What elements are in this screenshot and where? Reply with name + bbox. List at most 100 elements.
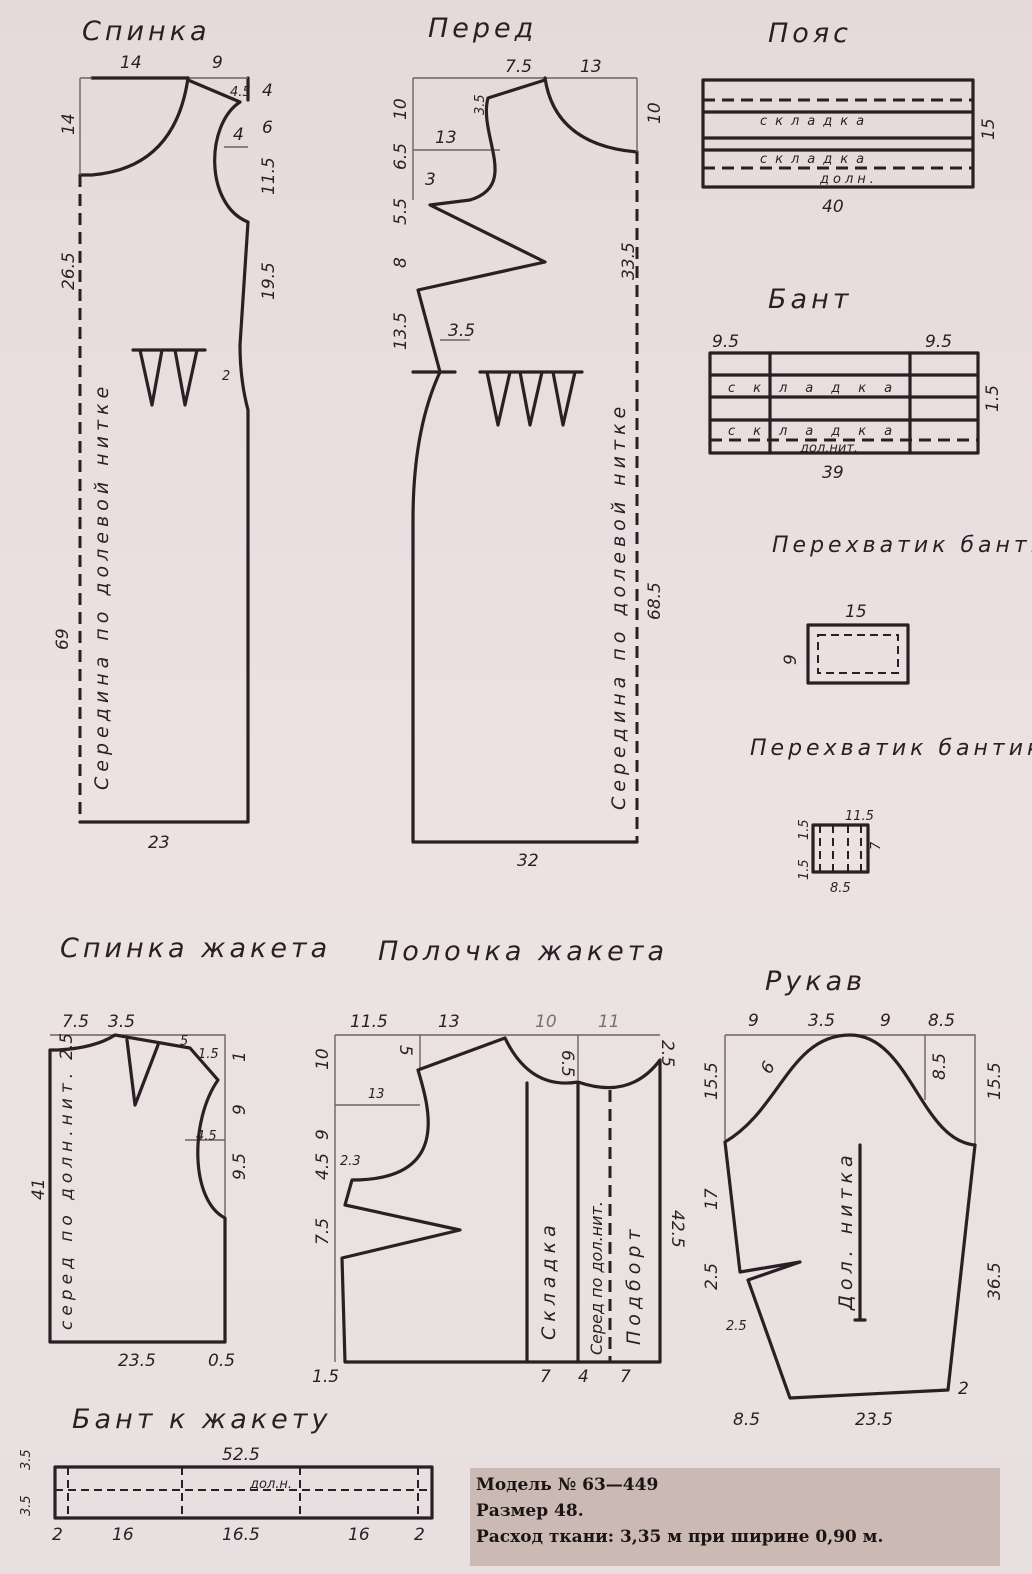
jacket-back-piece: Спинка жакета 2.5 7.5 3.5 5 1.5 1 9 4.5 … xyxy=(29,933,331,1371)
dim: 8 xyxy=(391,257,411,268)
back-neckline xyxy=(78,76,190,177)
dim: 13 xyxy=(580,57,602,77)
dim: 6 xyxy=(262,118,273,138)
dim: 10 xyxy=(645,102,665,124)
dim: 32 xyxy=(517,851,539,871)
belt-piece: Пояс складка складка долн. 15 40 xyxy=(701,18,999,217)
dim: 13 xyxy=(438,1012,460,1032)
back-piece: Спинка 14 9 4.5 4 6 4 14 11.5 26.5 19.5 … xyxy=(53,16,279,853)
dim: 9.5 xyxy=(230,1153,250,1180)
front-title: Перед xyxy=(428,13,537,44)
jacket-front-piece: Полочка жакета Складка Серед по дол.нит.… xyxy=(312,936,687,1387)
dim: 4.5 xyxy=(230,85,251,100)
dim: 7.5 xyxy=(313,1218,333,1245)
dim: 9.5 xyxy=(712,332,739,352)
front-neckline xyxy=(543,76,639,154)
dim: 7 xyxy=(869,841,884,850)
dim: 2.5 xyxy=(57,1033,77,1060)
dim: 0.5 xyxy=(208,1351,235,1371)
dim: 3.5 xyxy=(808,1011,835,1031)
dim: 8.5 xyxy=(930,1053,950,1080)
grain-label: Серед по дол.нит. xyxy=(587,1201,606,1355)
jacket-back-grain-label: серед по долн.нит. xyxy=(57,1068,77,1330)
sleeve-grain-label: Дол. нитка xyxy=(835,1150,857,1311)
dim: 9 xyxy=(230,1104,250,1115)
jacket-bow-title: Бант к жакету xyxy=(72,1404,331,1435)
dim: 2 xyxy=(414,1525,425,1545)
dim: 3.5 xyxy=(473,94,488,115)
sleeve-title: Рукав xyxy=(765,966,866,997)
bow-row-label: складка xyxy=(728,381,910,396)
dim: 3.5 xyxy=(19,1495,34,1516)
dim: 17 xyxy=(702,1188,722,1210)
dim: 4.5 xyxy=(313,1153,333,1180)
belt-title: Пояс xyxy=(768,18,852,49)
jacket-front-title: Полочка жакета xyxy=(378,936,668,967)
back-darts xyxy=(131,348,207,407)
front-darts xyxy=(411,370,584,427)
dim: 1 xyxy=(230,1051,250,1062)
model-size: Размер 48. xyxy=(476,1501,584,1521)
dim: 9 xyxy=(880,1011,891,1031)
sleeve-outline xyxy=(723,1033,977,1400)
dim: 42.5 xyxy=(667,1210,687,1248)
dim: 23.5 xyxy=(855,1410,893,1430)
dim: 13 xyxy=(368,1087,385,1102)
dim: 52.5 xyxy=(222,1445,260,1465)
bow-title: Бант xyxy=(768,284,852,315)
dim: 4 xyxy=(262,81,273,101)
dim: 2 xyxy=(222,369,230,384)
dim: 41 xyxy=(29,1178,49,1200)
dim: 23.5 xyxy=(118,1351,156,1371)
fabric-consumption: Расход ткани: 3,35 м при ширине 0,90 м. xyxy=(476,1527,884,1547)
dim: 3 xyxy=(425,170,436,190)
belt-row-label: складка xyxy=(760,152,872,167)
dim: 8.5 xyxy=(928,1011,955,1031)
dim: 5.5 xyxy=(391,198,411,225)
dim: 9 xyxy=(748,1011,759,1031)
dim: 3.5 xyxy=(19,1449,34,1470)
grain-label: дол.н. xyxy=(249,1477,292,1492)
dim: 8.5 xyxy=(830,881,851,896)
dim: 6.5 xyxy=(557,1050,577,1077)
dim: 1.5 xyxy=(983,385,1003,412)
belt-row-label: складка xyxy=(760,114,872,129)
bow-band-title: Перехватик бантика xyxy=(750,736,1032,761)
dim: 10 xyxy=(313,1048,333,1070)
dim: 9 xyxy=(212,53,223,73)
dim: 16 xyxy=(348,1525,370,1545)
bow-band-piece-1: Перехватик бантика 15 9 xyxy=(772,533,1032,685)
dim: 1.5 xyxy=(198,1047,219,1062)
jacket-back-title: Спинка жакета xyxy=(60,933,331,964)
dim: 6.5 xyxy=(391,143,411,170)
dim: 68.5 xyxy=(645,582,665,620)
back-grain-label: Середина по долевой нитке xyxy=(91,382,113,790)
dim: 15.5 xyxy=(985,1062,1005,1100)
dim: 9.5 xyxy=(925,332,952,352)
dim: 1.5 xyxy=(312,1367,339,1387)
dim: 19.5 xyxy=(259,262,279,300)
sleeve-piece: Рукав 9 3.5 9 8.5 15.5 15.5 6 8.5 17 2.5… xyxy=(702,966,1005,1430)
dim: 3.5 xyxy=(448,321,475,341)
dim: 4 xyxy=(578,1367,589,1387)
front-grain-label: Середина по долевой нитке xyxy=(608,402,630,810)
dim: 33.5 xyxy=(619,242,639,280)
dim: 7.5 xyxy=(62,1012,89,1032)
dim: 14 xyxy=(120,53,142,73)
dim: 14 xyxy=(59,113,79,135)
dim: 8.5 xyxy=(733,1410,760,1430)
dim: 2.5 xyxy=(657,1040,677,1067)
dim: 10 xyxy=(391,98,411,120)
bow-band-title: Перехватик бантика xyxy=(772,533,1032,558)
bow-band-piece-2: Перехватик бантика 11.5 1.5 7 1.5 8.5 xyxy=(750,736,1032,896)
dim: 16 xyxy=(112,1525,134,1545)
bow-row-label: дол.нит. xyxy=(799,441,858,456)
dim: 7 xyxy=(620,1367,631,1387)
dim: 15 xyxy=(979,118,999,140)
dim: 4 xyxy=(233,125,244,145)
dim: 7 xyxy=(540,1367,551,1387)
dim: 11 xyxy=(598,1012,620,1032)
dim: 40 xyxy=(822,197,844,217)
